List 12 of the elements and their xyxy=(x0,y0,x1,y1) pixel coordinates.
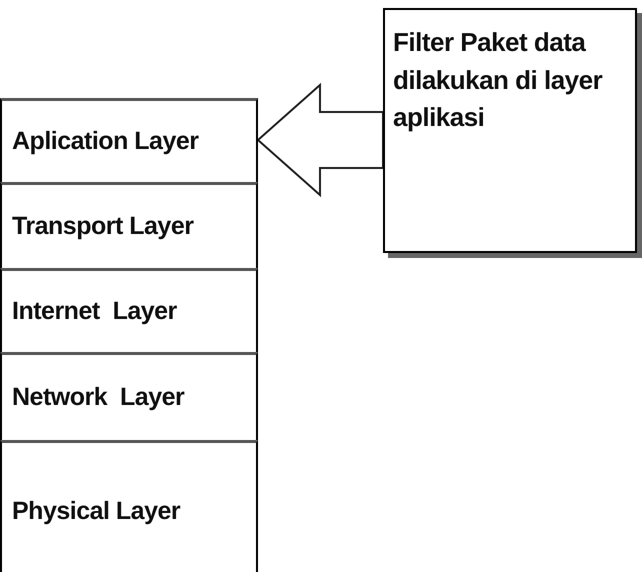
layer-label: Internet Layer xyxy=(12,297,177,326)
note-text: Filter Paket data dilakukan di layer aplikasi xyxy=(393,27,602,132)
layer-box xyxy=(0,182,258,268)
layer-box xyxy=(0,98,258,182)
layer-label: Physical Layer xyxy=(12,497,180,526)
layer-label: Transport Layer xyxy=(12,212,194,241)
block-arrow xyxy=(256,82,384,198)
layer-label: Network Layer xyxy=(12,383,184,412)
layer-box xyxy=(0,440,258,572)
layer-box xyxy=(0,268,258,352)
layer-box xyxy=(0,352,258,440)
layer-label: Aplication Layer xyxy=(12,127,198,156)
